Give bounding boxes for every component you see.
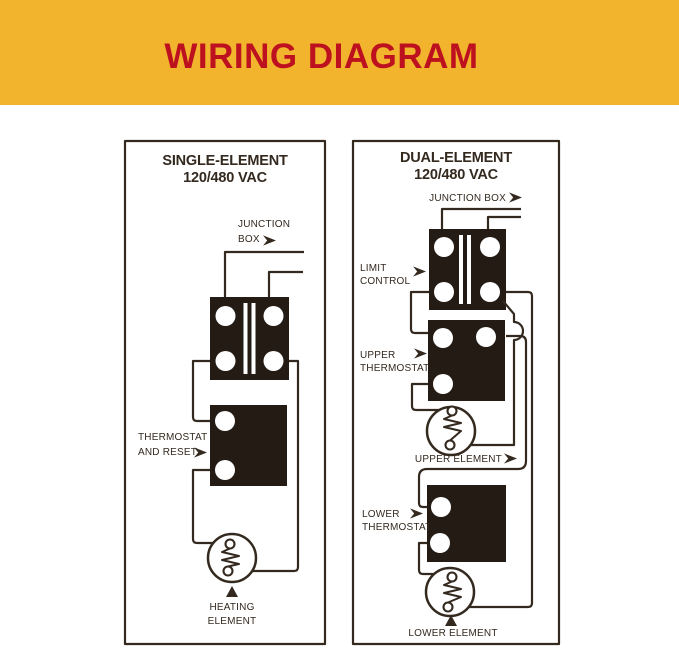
single-element-diagram: [123, 139, 327, 646]
single-panel-border: [123, 139, 327, 646]
dual-wire-upperthermo-element: [410, 382, 448, 412]
upper-element-pointer-icon: [504, 453, 517, 464]
heating-element-pointer-icon: [226, 586, 238, 597]
single-wire-thermostat-element: [191, 468, 226, 545]
limit-control-pointer-icon: [413, 266, 426, 277]
dual-wire-right-power: [453, 290, 534, 609]
single-title-line2: 120/480 VAC: [183, 170, 267, 186]
dual-wire-limit-upperthermo: [409, 290, 429, 335]
single-supply-wires: [223, 250, 304, 298]
dual-title-line1: DUAL-ELEMENT: [400, 150, 512, 166]
dual-wire-upper-to-lower: [417, 334, 528, 509]
single-title-line1: SINGLE-ELEMENT: [162, 153, 288, 169]
dual-junction-box-pointer-icon: [509, 192, 522, 203]
lower-element-pointer-icon: [445, 615, 457, 626]
upper-thermostat-label: UPPER THERMOSTAT: [360, 350, 430, 374]
dual-supply-wires: [440, 207, 521, 229]
upper-element-label: UPPER ELEMENT: [414, 454, 502, 465]
single-thermostat-label: THERMOSTAT AND RESET: [138, 432, 208, 458]
single-panel-title: SINGLE-ELEMENT 120/480 VAC: [124, 153, 326, 187]
dual-lower-element: [424, 566, 476, 618]
single-heating-element-label: HEATING ELEMENT: [207, 602, 257, 627]
dual-wire-crossover: [453, 300, 525, 447]
dual-element-diagram: [351, 139, 561, 646]
dual-upper-thermostat-terminals: [433, 327, 496, 394]
dual-title-line2: 120/480 VAC: [414, 167, 498, 183]
dual-limit-control-terminals: [434, 235, 500, 304]
single-junction-box-terminals: [215, 303, 284, 374]
lower-element-label: LOWER ELEMENT: [408, 628, 498, 639]
dual-lower-thermostat-terminals: [430, 497, 451, 553]
dual-upper-element: [425, 405, 477, 457]
limit-control-label: LIMIT CONTROL: [360, 263, 411, 287]
single-heating-element: [206, 532, 258, 584]
header-band: WIRING DIAGRAM: [0, 0, 679, 105]
single-thermostat-terminals: [215, 411, 235, 480]
single-wire-left: [191, 359, 211, 423]
dual-panel-title: DUAL-ELEMENT 120/480 VAC: [352, 150, 560, 184]
single-junction-box-label: JUNCTION BOX: [238, 219, 291, 245]
dual-panel-border: [351, 139, 561, 646]
single-wire-right: [233, 359, 300, 573]
dual-junction-box-label: JUNCTION BOX: [429, 193, 506, 204]
lower-thermostat-label: LOWER THERMOSTAT: [362, 509, 432, 533]
dual-wire-lowerthermo-element: [417, 541, 448, 576]
page-title: WIRING DIAGRAM: [164, 36, 479, 76]
